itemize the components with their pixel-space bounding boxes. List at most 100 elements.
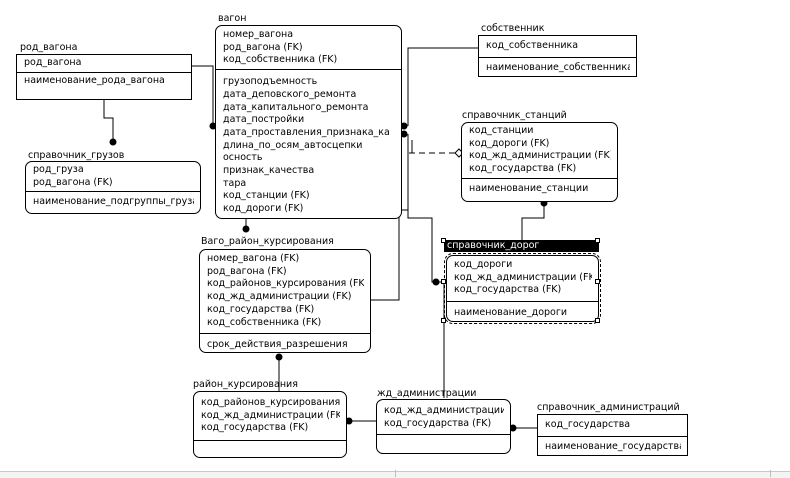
- attr-key[interactable]: номер_вагона: [223, 29, 294, 40]
- attr[interactable]: дата_деповского_ремонта: [223, 88, 357, 100]
- attr-key[interactable]: род_вагона (FK): [207, 265, 287, 277]
- attr[interactable]: код_станции (FK): [223, 190, 310, 202]
- attr[interactable]: осность: [223, 152, 263, 164]
- attr[interactable]: код_дороги (FK): [223, 203, 304, 215]
- key-section: номер_вагона (FK) род_вагона (FK) код_ра…: [200, 250, 370, 335]
- attr[interactable]: срок_действия_разрешения: [207, 339, 348, 351]
- entity-vagon[interactable]: номер_вагона род_вагона (FK) код_собстве…: [215, 25, 402, 219]
- entity-rod-vagona[interactable]: род_вагона наименование_рода_вагона: [16, 54, 192, 100]
- selection-handle[interactable]: [595, 238, 600, 243]
- attr-key[interactable]: код_собственника (FK): [223, 54, 338, 66]
- entity-title[interactable]: собственник: [481, 23, 545, 34]
- entity-spravochnik-dorog[interactable]: код_дороги код_жд_администрации (FK) код…: [444, 253, 601, 324]
- attr-key[interactable]: код_государства (FK): [469, 163, 577, 175]
- attr-key[interactable]: код_жд_администрации (FK): [469, 150, 611, 162]
- attr-section: наименование_станции: [462, 179, 617, 198]
- entity-sobstvennik[interactable]: код_собственника наименование_собственни…: [478, 35, 637, 77]
- key-section: номер_вагона род_вагона (FK) код_собстве…: [216, 26, 401, 71]
- key-section: код_станции код_дороги (FK) код_жд_админ…: [462, 123, 617, 179]
- attr-key[interactable]: код_станции: [469, 125, 534, 136]
- entity-title[interactable]: район_курсирования: [193, 379, 298, 390]
- attr[interactable]: дата_капитального_ремонта: [223, 101, 369, 113]
- attr-section: наименование_собственника: [479, 58, 636, 77]
- attr[interactable]: длина_по_осям_автосцепки: [223, 139, 363, 151]
- rel-rod-vagona-vagon[interactable]: [191, 65, 214, 126]
- entity-title[interactable]: вагон: [218, 13, 247, 24]
- attr-section: срок_действия_разрешения: [200, 334, 370, 354]
- entity-title[interactable]: жд_администрации: [377, 388, 477, 399]
- entity-spravochnik-stanciy[interactable]: код_станции код_дороги (FK) код_жд_админ…: [461, 122, 618, 202]
- entity-spravochnik-gruzov[interactable]: род_груза род_вагона (FK) наименование_п…: [25, 161, 201, 214]
- attr[interactable]: наименование_собственника: [486, 61, 630, 73]
- attr-key[interactable]: код_дороги: [454, 259, 513, 270]
- attr[interactable]: наименование_станции: [469, 182, 589, 194]
- entity-zhd-administracii[interactable]: код_жд_администрации код_государства (FK…: [376, 399, 511, 454]
- attr-key[interactable]: код_государства: [545, 419, 631, 430]
- attr-key[interactable]: код_дороги (FK): [469, 137, 550, 149]
- attr[interactable]: дата_проставления_признака_ка: [223, 126, 390, 138]
- relation-dot: [275, 353, 283, 361]
- attr-key[interactable]: код_районов_курсирования (FK): [207, 278, 364, 290]
- attr-key[interactable]: род_вагона: [24, 57, 82, 68]
- attr-key[interactable]: код_жд_администрации: [384, 405, 504, 416]
- attr-key[interactable]: код_жд_администрации (FK): [201, 409, 340, 421]
- key-section: код_собственника: [479, 36, 636, 58]
- attr-key[interactable]: код_районов_курсирования: [201, 397, 340, 408]
- attr-key[interactable]: код_государства (FK): [201, 422, 309, 434]
- key-section: код_жд_администрации код_государства (FK…: [377, 400, 510, 436]
- attr-key[interactable]: код_жд_администрации (FK): [454, 271, 592, 283]
- attr-key[interactable]: род_вагона (FK): [33, 176, 113, 188]
- entity-title[interactable]: род_вагона: [20, 42, 78, 53]
- attr-key[interactable]: код_государства (FK): [384, 417, 492, 429]
- rel-stanciy-vagon[interactable]: [407, 134, 455, 154]
- attr[interactable]: наименование_государства: [545, 440, 681, 452]
- entity-title[interactable]: справочник_грузов: [28, 150, 125, 161]
- attr-key[interactable]: код_собственника: [486, 40, 579, 51]
- key-section: род_вагона: [17, 55, 191, 73]
- attr-key[interactable]: код_жд_администрации (FK): [207, 291, 352, 303]
- attr[interactable]: наименование_рода_вагона: [24, 74, 165, 86]
- relation-dot: [432, 278, 440, 286]
- entity-title[interactable]: справочник_станций: [462, 110, 567, 121]
- rel-dorog-vagon[interactable]: [407, 138, 446, 283]
- attr[interactable]: наименование_дороги: [454, 307, 568, 319]
- attr[interactable]: дата_постройки: [223, 114, 305, 126]
- relation-dot: [109, 138, 117, 146]
- page-break-tick: [770, 470, 771, 477]
- rel-sobstvennik-vagon[interactable]: [407, 47, 480, 126]
- attr-key[interactable]: номер_вагона (FK): [207, 253, 300, 264]
- attr-section: грузоподъемность дата_деповского_ремонта…: [216, 70, 401, 218]
- attr-key[interactable]: род_груза: [33, 164, 84, 175]
- key-section: род_груза род_вагона (FK): [26, 162, 200, 193]
- attr[interactable]: наименование_подгруппы_груза: [33, 196, 194, 208]
- rel-dorog-stanciy[interactable]: [521, 203, 545, 240]
- page-break-tick: [395, 470, 396, 477]
- attr-section: наименование_подгруппы_груза: [26, 192, 200, 211]
- entity-title[interactable]: Ваго_район_курсирования: [201, 236, 334, 247]
- relation-dot: [242, 225, 250, 233]
- selection-handle[interactable]: [595, 279, 600, 284]
- attr[interactable]: тара: [223, 177, 247, 189]
- entity-title-selected[interactable]: справочник_дорог: [444, 240, 599, 252]
- key-section: код_районов_курсирования код_жд_админист…: [194, 392, 346, 442]
- key-section: код_государства: [538, 415, 687, 437]
- selection-handle[interactable]: [595, 318, 600, 323]
- selection-handle[interactable]: [441, 238, 446, 243]
- attr-key[interactable]: код_собственника (FK): [207, 316, 322, 328]
- attr-section: наименование_дороги: [447, 302, 598, 322]
- rel-rod-vagona-spravochnik-gruzov[interactable]: [103, 100, 114, 142]
- entity-title[interactable]: справочник_администраций: [537, 402, 680, 413]
- selection-handle[interactable]: [441, 318, 446, 323]
- attr-section: наименование_рода_вагона: [17, 73, 191, 90]
- attr[interactable]: грузоподъемность: [223, 76, 318, 88]
- attr-key[interactable]: код_государства (FK): [207, 303, 315, 315]
- entity-vago-rayon-kursirovaniya[interactable]: номер_вагона (FK) род_вагона (FK) код_ра…: [199, 249, 371, 353]
- entity-rayon-kursirovaniya[interactable]: код_районов_курсирования код_жд_админист…: [193, 391, 347, 458]
- selection-handle[interactable]: [441, 279, 446, 284]
- attr-key[interactable]: код_государства (FK): [454, 284, 562, 296]
- entity-spravochnik-administraciy[interactable]: код_государства наименование_государства: [537, 414, 688, 456]
- attr[interactable]: признак_качества: [223, 165, 315, 177]
- key-section: код_дороги код_жд_администрации (FK) код…: [447, 256, 598, 303]
- attr-key[interactable]: род_вагона (FK): [223, 41, 303, 53]
